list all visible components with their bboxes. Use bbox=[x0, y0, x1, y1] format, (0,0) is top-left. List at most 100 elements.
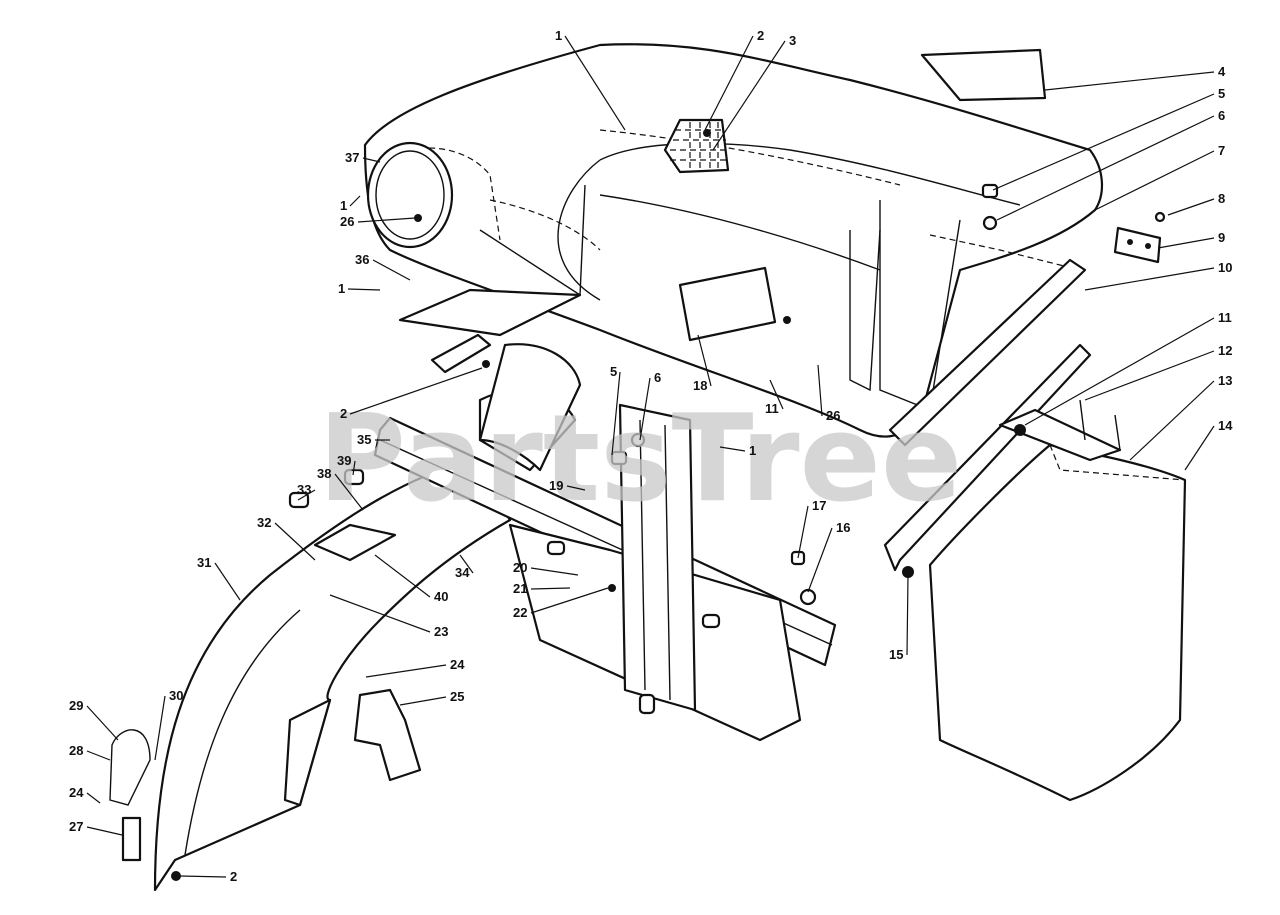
leader-line bbox=[214, 562, 241, 601]
leader-line bbox=[179, 875, 227, 878]
flap-plate bbox=[398, 288, 582, 337]
callout-label: 6 bbox=[654, 370, 661, 385]
callout-label: 34 bbox=[455, 565, 470, 580]
callout-label: 40 bbox=[434, 589, 448, 604]
callout-label: 37 bbox=[345, 150, 359, 165]
callout-label: 20 bbox=[513, 560, 527, 575]
callout-label: 27 bbox=[69, 819, 83, 834]
leader-line bbox=[566, 485, 586, 491]
callout-label: 32 bbox=[257, 515, 271, 530]
callout-label: 17 bbox=[812, 498, 826, 513]
callout-label: 24 bbox=[69, 785, 84, 800]
callout-label: 21 bbox=[513, 581, 527, 596]
callout-label: 1 bbox=[340, 198, 347, 213]
leader-line bbox=[611, 371, 621, 456]
callout-label: 4 bbox=[1218, 64, 1226, 79]
callout-label: 22 bbox=[513, 605, 527, 620]
leader-line bbox=[639, 377, 651, 441]
callout-label: 24 bbox=[450, 657, 465, 672]
callout-label: 1 bbox=[338, 281, 345, 296]
leader-line bbox=[530, 567, 579, 576]
callout-label: 1 bbox=[555, 28, 562, 43]
leader-line bbox=[349, 367, 483, 415]
callout-label: 6 bbox=[1218, 108, 1225, 123]
leader-line bbox=[719, 446, 746, 452]
leader-line bbox=[334, 473, 364, 511]
callout-label: 5 bbox=[1218, 86, 1225, 101]
callout-label: 25 bbox=[450, 689, 464, 704]
callout-label: 13 bbox=[1218, 373, 1232, 388]
callout-label: 23 bbox=[434, 624, 448, 639]
callout-label: 2 bbox=[340, 406, 347, 421]
leader-line bbox=[349, 195, 361, 207]
callout-label: 7 bbox=[1218, 143, 1225, 158]
leader-line bbox=[769, 379, 784, 410]
leader-line bbox=[352, 460, 356, 476]
callout-label: 33 bbox=[297, 482, 311, 497]
leader-line bbox=[1157, 237, 1215, 249]
leader-line bbox=[704, 35, 754, 131]
leader-line bbox=[274, 522, 316, 561]
leader-line bbox=[1044, 71, 1215, 91]
callout-label: 1 bbox=[749, 443, 756, 458]
leader-line bbox=[86, 826, 123, 836]
callout-label: 10 bbox=[1218, 260, 1232, 275]
callout-label: 35 bbox=[357, 432, 371, 447]
callout-label: 36 bbox=[355, 252, 369, 267]
callout-label: 2 bbox=[230, 869, 237, 884]
callout-label: 39 bbox=[337, 453, 351, 468]
callout-label: 2 bbox=[757, 28, 764, 43]
callout-label: 28 bbox=[69, 743, 83, 758]
callout-label: 3 bbox=[789, 33, 796, 48]
callout-label: 11 bbox=[765, 401, 779, 416]
leader-line bbox=[374, 554, 431, 598]
leader-line bbox=[357, 217, 416, 223]
leader-line bbox=[1167, 198, 1215, 216]
leader-line bbox=[362, 157, 381, 163]
leader-line bbox=[1024, 317, 1215, 426]
leader-line bbox=[86, 792, 101, 804]
discharge-chute bbox=[153, 343, 582, 892]
watermark: PartsTree bbox=[318, 390, 962, 529]
leader-line bbox=[347, 288, 381, 291]
rear-rail-bracket bbox=[883, 343, 1092, 572]
leader-line bbox=[817, 364, 823, 417]
callout-label: 5 bbox=[610, 364, 617, 379]
callout-label: 26 bbox=[340, 214, 354, 229]
leader-line bbox=[1084, 267, 1215, 291]
callout-label: 9 bbox=[1218, 230, 1225, 245]
leader-line bbox=[992, 93, 1215, 191]
leader-line bbox=[297, 489, 316, 501]
chute-handle bbox=[313, 523, 397, 562]
leader-line bbox=[86, 705, 119, 741]
decal-plate bbox=[920, 48, 1047, 102]
catcher-housing bbox=[363, 43, 1104, 438]
deflector-plate bbox=[353, 688, 422, 782]
fastener-knobs bbox=[171, 183, 1166, 881]
leader-line bbox=[697, 334, 712, 387]
leader-line bbox=[1084, 350, 1215, 401]
callout-label: 15 bbox=[889, 647, 903, 662]
leader-line bbox=[365, 664, 447, 678]
mounting-rail bbox=[888, 258, 1087, 447]
callout-label: 8 bbox=[1218, 191, 1225, 206]
leader-line bbox=[86, 750, 111, 761]
hinge-plate bbox=[121, 816, 142, 862]
leader-line bbox=[996, 115, 1215, 221]
leader-line bbox=[712, 40, 786, 151]
callout-label: 31 bbox=[197, 555, 211, 570]
leader-line bbox=[1184, 425, 1215, 471]
callout-label: 38 bbox=[317, 466, 331, 481]
grass-bag bbox=[928, 443, 1187, 802]
leader-line bbox=[1094, 150, 1215, 211]
leader-line bbox=[530, 587, 571, 590]
leader-line bbox=[530, 587, 609, 614]
callout-label: 11 bbox=[1218, 310, 1232, 325]
leader-line bbox=[564, 35, 626, 131]
leader-line bbox=[399, 696, 447, 706]
leader-line bbox=[154, 695, 166, 761]
leader-line bbox=[1129, 380, 1215, 461]
callout-label: 16 bbox=[836, 520, 850, 535]
callout-label: 14 bbox=[1218, 418, 1233, 433]
vertical-support bbox=[618, 403, 697, 712]
